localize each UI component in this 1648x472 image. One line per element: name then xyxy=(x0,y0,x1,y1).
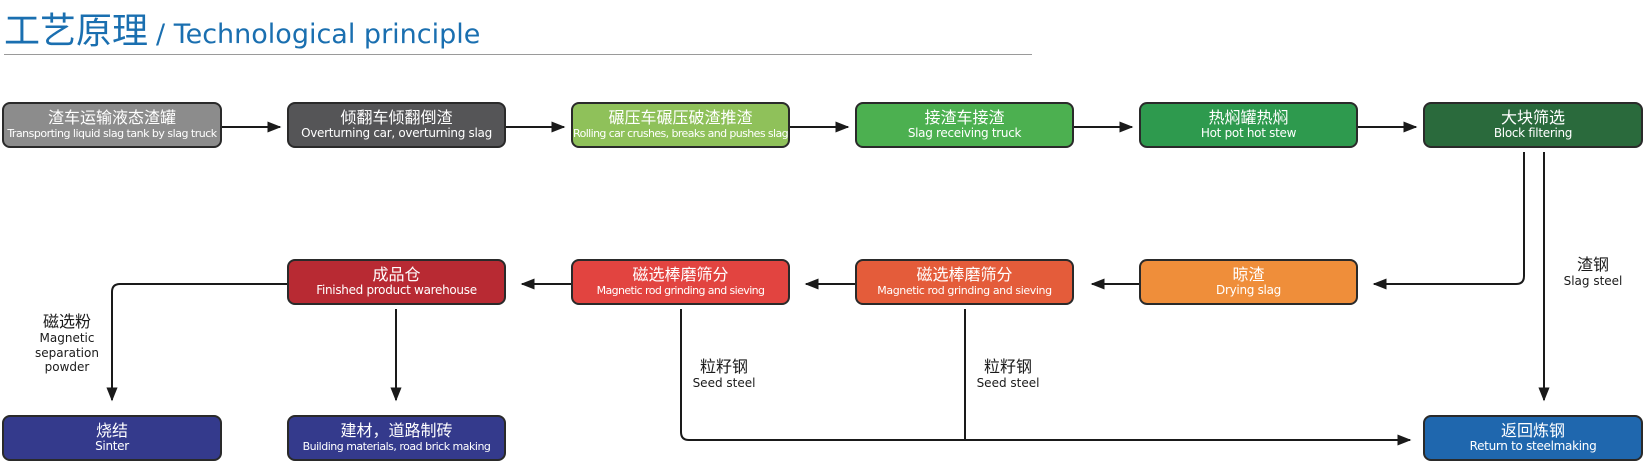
node-label-en: Rolling car crushes, breaks and pushes s… xyxy=(573,126,789,140)
label-en: Magnetic separation powder xyxy=(35,331,99,374)
node-label-zh: 大块筛选 xyxy=(1500,107,1565,127)
node-label-en: Block filtering xyxy=(1493,126,1573,141)
node-block-filtering: 大块筛选 Block filtering xyxy=(1423,102,1643,148)
node-label-zh: 碾压车碾压破渣推渣 xyxy=(608,108,753,128)
node-label-zh: 渣车运输液态渣罐 xyxy=(47,108,176,128)
page-title: 工艺原理/ Technological principle xyxy=(4,2,480,54)
node-sinter: 烧结 Sinter xyxy=(2,415,222,461)
label-en: Seed steel xyxy=(976,376,1040,391)
label-slag-steel: 渣钢 Slag steel xyxy=(1548,255,1638,289)
node-label-en: Overturning car, overturning slag xyxy=(301,126,492,141)
node-label-en: Hot pot hot stew xyxy=(1200,126,1297,141)
node-label-zh: 倾翻车倾翻倒渣 xyxy=(340,107,453,127)
label-en: Seed steel xyxy=(692,376,756,391)
label-en: Slag steel xyxy=(1563,274,1623,289)
arrow-6-7 xyxy=(1372,152,1525,290)
node-label-en: Finished product warehouse xyxy=(316,283,477,298)
node-label-en: Sinter xyxy=(95,439,129,454)
label-seed-steel-1: 粒籽钢 Seed steel xyxy=(684,357,764,391)
label-seed-steel-2: 粒籽钢 Seed steel xyxy=(968,357,1048,391)
label-zh: 渣钢 xyxy=(1576,255,1609,274)
node-slag-transport: 渣车运输液态渣罐 Transporting liquid slag tank b… xyxy=(2,102,222,148)
node-label-en: Building materials, road brick making xyxy=(302,439,491,453)
arrow-10-sinter xyxy=(106,283,287,402)
title-divider xyxy=(4,54,1032,55)
node-building-materials: 建材，道路制砖 Building materials, road brick m… xyxy=(287,415,506,461)
node-label-en: Magnetic rod grinding and sieving xyxy=(877,283,1052,297)
title-en: / Technological principle xyxy=(156,19,481,50)
node-overturning: 倾翻车倾翻倒渣 Overturning car, overturning sla… xyxy=(287,102,506,148)
node-magnetic-sieving-2: 磁选棒磨筛分 Magnetic rod grinding and sieving xyxy=(571,259,790,305)
node-label-zh: 热焖罐热焖 xyxy=(1208,107,1289,127)
node-label-zh: 返回炼钢 xyxy=(1500,420,1565,440)
node-label-zh: 磁选棒磨筛分 xyxy=(632,265,729,285)
label-magnetic-powder: 磁选粉 Magnetic separation powder xyxy=(28,312,106,374)
label-zh: 磁选粉 xyxy=(42,312,91,331)
node-label-zh: 晾渣 xyxy=(1232,264,1265,284)
arrow-9-return xyxy=(680,309,1412,446)
label-zh: 粒籽钢 xyxy=(983,357,1032,376)
node-rolling-car: 碾压车碾压破渣推渣 Rolling car crushes, breaks an… xyxy=(571,102,790,148)
node-label-zh: 建材，道路制砖 xyxy=(340,421,453,441)
node-label-zh: 磁选棒磨筛分 xyxy=(916,265,1013,285)
title-zh: 工艺原理 xyxy=(4,11,149,52)
node-label-zh: 烧结 xyxy=(95,420,128,440)
node-finished-warehouse: 成品仓 Finished product warehouse xyxy=(287,259,506,305)
node-magnetic-sieving-1: 磁选棒磨筛分 Magnetic rod grinding and sieving xyxy=(855,259,1074,305)
node-label-en: Drying slag xyxy=(1216,283,1281,298)
node-hot-pot: 热焖罐热焖 Hot pot hot stew xyxy=(1139,102,1358,148)
node-label-zh: 接渣车接渣 xyxy=(924,107,1005,127)
node-label-en: Slag receiving truck xyxy=(907,126,1022,141)
node-label-zh: 成品仓 xyxy=(372,264,421,284)
node-label-en: Magnetic rod grinding and sieving xyxy=(596,283,765,297)
node-drying-slag: 晾渣 Drying slag xyxy=(1139,259,1358,305)
node-return-steelmaking: 返回炼钢 Return to steelmaking xyxy=(1423,415,1643,461)
node-label-en: Transporting liquid slag tank by slag tr… xyxy=(7,126,217,140)
node-label-en: Return to steelmaking xyxy=(1469,439,1597,454)
label-zh: 粒籽钢 xyxy=(699,357,748,376)
node-slag-receiving: 接渣车接渣 Slag receiving truck xyxy=(855,102,1074,148)
